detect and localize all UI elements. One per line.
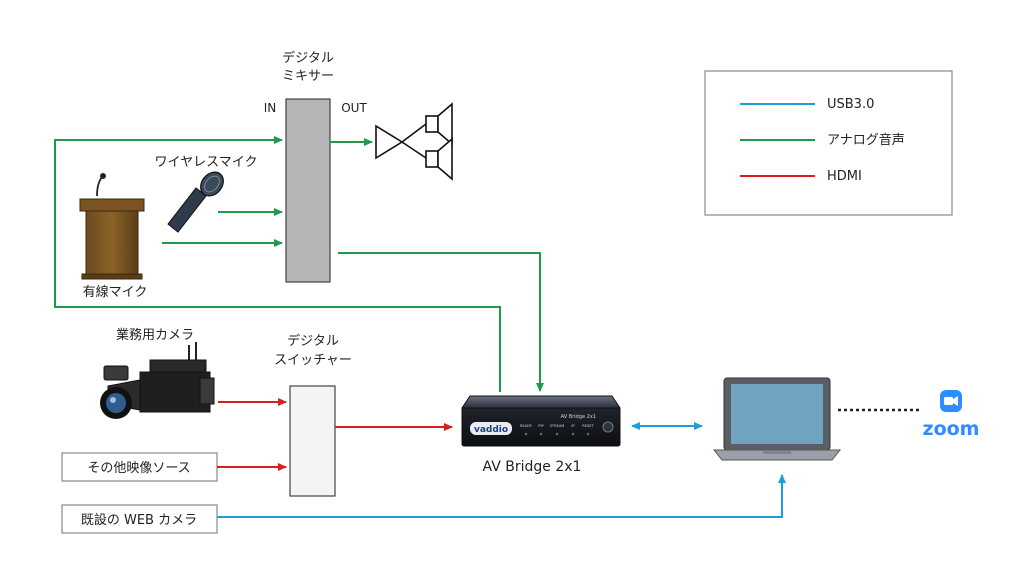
wireless-mic-label: ワイヤレスマイク [155, 155, 258, 170]
laptop-icon [712, 377, 842, 461]
legend-hdmi-label: HDMI [827, 169, 862, 184]
switcher-title-line2: スイッチャー [274, 353, 352, 368]
legend-usb-label: USB3.0 [827, 97, 874, 112]
bridge-status-leds [524, 432, 590, 436]
legend-analog-label: アナログ音声 [827, 132, 905, 148]
podium-icon [79, 173, 145, 280]
bridge-panel-label: STREAM [550, 424, 565, 428]
analog-audio-lines [54, 136, 544, 392]
wired-mic-label: 有線マイク [83, 284, 148, 300]
mixer-box [285, 98, 331, 283]
speaker-icon [375, 102, 453, 181]
mixer-in-label: IN [264, 101, 277, 115]
bridge-power-button [602, 421, 614, 433]
pro-camera-icon [100, 342, 215, 419]
mixer-out-label: OUT [341, 101, 367, 115]
bridge-panel-labels: READY PIP STREAM IP RESET [520, 424, 595, 428]
web-camera-source: 既設の WEB カメラ [61, 504, 218, 534]
bridge-brand-text: vaddio [474, 425, 508, 435]
switcher-title-line1: デジタル [287, 333, 339, 349]
wireless-mic-icon [167, 171, 224, 233]
av-bridge-label: AV Bridge 2x1 [483, 459, 582, 475]
legend-box [704, 70, 953, 216]
pro-camera-label: 業務用カメラ [116, 327, 194, 343]
bridge-model-text: AV Bridge 2x1 [561, 414, 596, 420]
other-video-source: その他映像ソース [61, 452, 218, 482]
bridge-to-mixer-loop-line [54, 136, 501, 392]
zoom-label: zoom [923, 418, 980, 440]
bridge-panel-label: READY [520, 424, 533, 428]
bridge-panel-label: PIP [538, 424, 544, 428]
hdmi-lines [217, 398, 453, 471]
digital-switcher: デジタル スイッチャー [274, 333, 352, 497]
mixer-title-line1: デジタル [282, 50, 334, 66]
switcher-box [289, 385, 336, 497]
zoom-logo: zoom [923, 390, 980, 440]
web-camera-label: 既設の WEB カメラ [81, 512, 197, 528]
other-video-label: その他映像ソース [87, 461, 190, 476]
av-bridge-device: vaddio AV Bridge 2x1 READY PIP STREAM IP… [461, 395, 621, 475]
bridge-panel-label: RESET [582, 424, 594, 428]
mixer-to-bridge-line [338, 252, 544, 392]
bridge-panel-label: IP [571, 424, 575, 428]
webcam-to-laptop-usb-line [217, 474, 786, 518]
mixer-title-line2: ミキサー [282, 69, 334, 84]
legend: USB3.0 アナログ音声 HDMI [704, 70, 953, 216]
digital-mixer: デジタル ミキサー IN OUT [264, 50, 367, 283]
usb-lines [217, 422, 786, 518]
